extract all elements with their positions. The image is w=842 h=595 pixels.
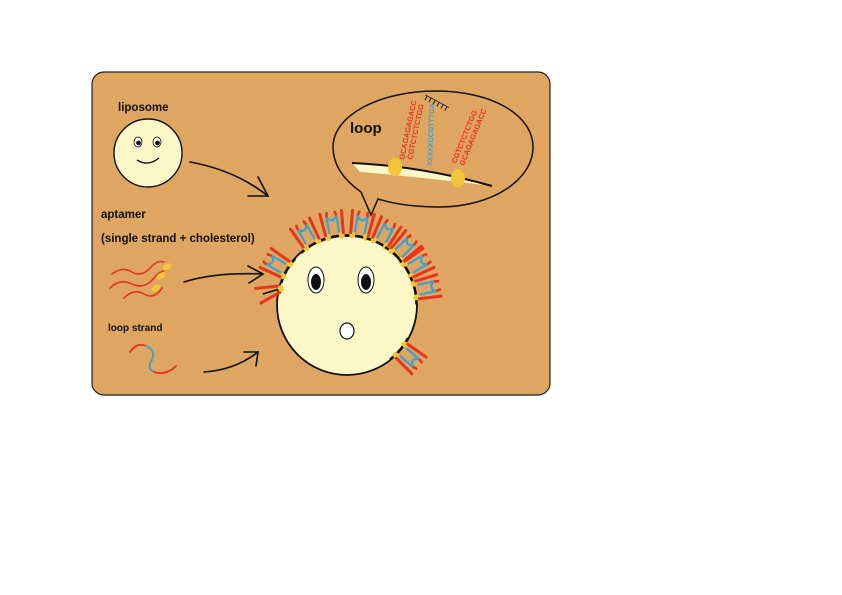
smile-icon: [136, 157, 160, 164]
loop-speech-bubble: GCAGAGAGACC CGTCTCTCTGG XXXXXGCGTTTGA TT…: [332, 90, 534, 217]
cholesterol-icon: [156, 272, 166, 280]
surface-loop: [409, 273, 443, 305]
loop-label: loop: [350, 120, 382, 137]
surface-aptamer: [254, 284, 285, 305]
cholesterol-icon: [388, 158, 402, 176]
surface-loop: [288, 216, 326, 255]
liposome-label: liposome: [118, 102, 168, 114]
seq-loop-blue: XXXXXGCGTTTGA: [427, 103, 436, 166]
cholesterol-icon: [151, 284, 161, 292]
aptamer-detail-label: (single strand + cholesterol): [101, 233, 255, 245]
loop-strand-label: loop strand: [108, 323, 162, 334]
cholesterol-icon: [162, 263, 172, 271]
aptamer-label: aptamer: [101, 209, 146, 221]
arrow-liposome: [189, 161, 270, 197]
cholesterol-icon: [451, 169, 465, 187]
surprised-mouth-icon: [339, 322, 355, 340]
surface-loop: [258, 246, 297, 284]
surface-loop: [389, 337, 428, 376]
arrow-aptamer: [183, 265, 265, 284]
arrow-loop-strand: [203, 351, 259, 373]
free-loop-strand: [129, 343, 177, 375]
small-liposome: [113, 118, 183, 188]
free-aptamer-strands: [109, 260, 172, 299]
surface-loops: [254, 209, 443, 376]
